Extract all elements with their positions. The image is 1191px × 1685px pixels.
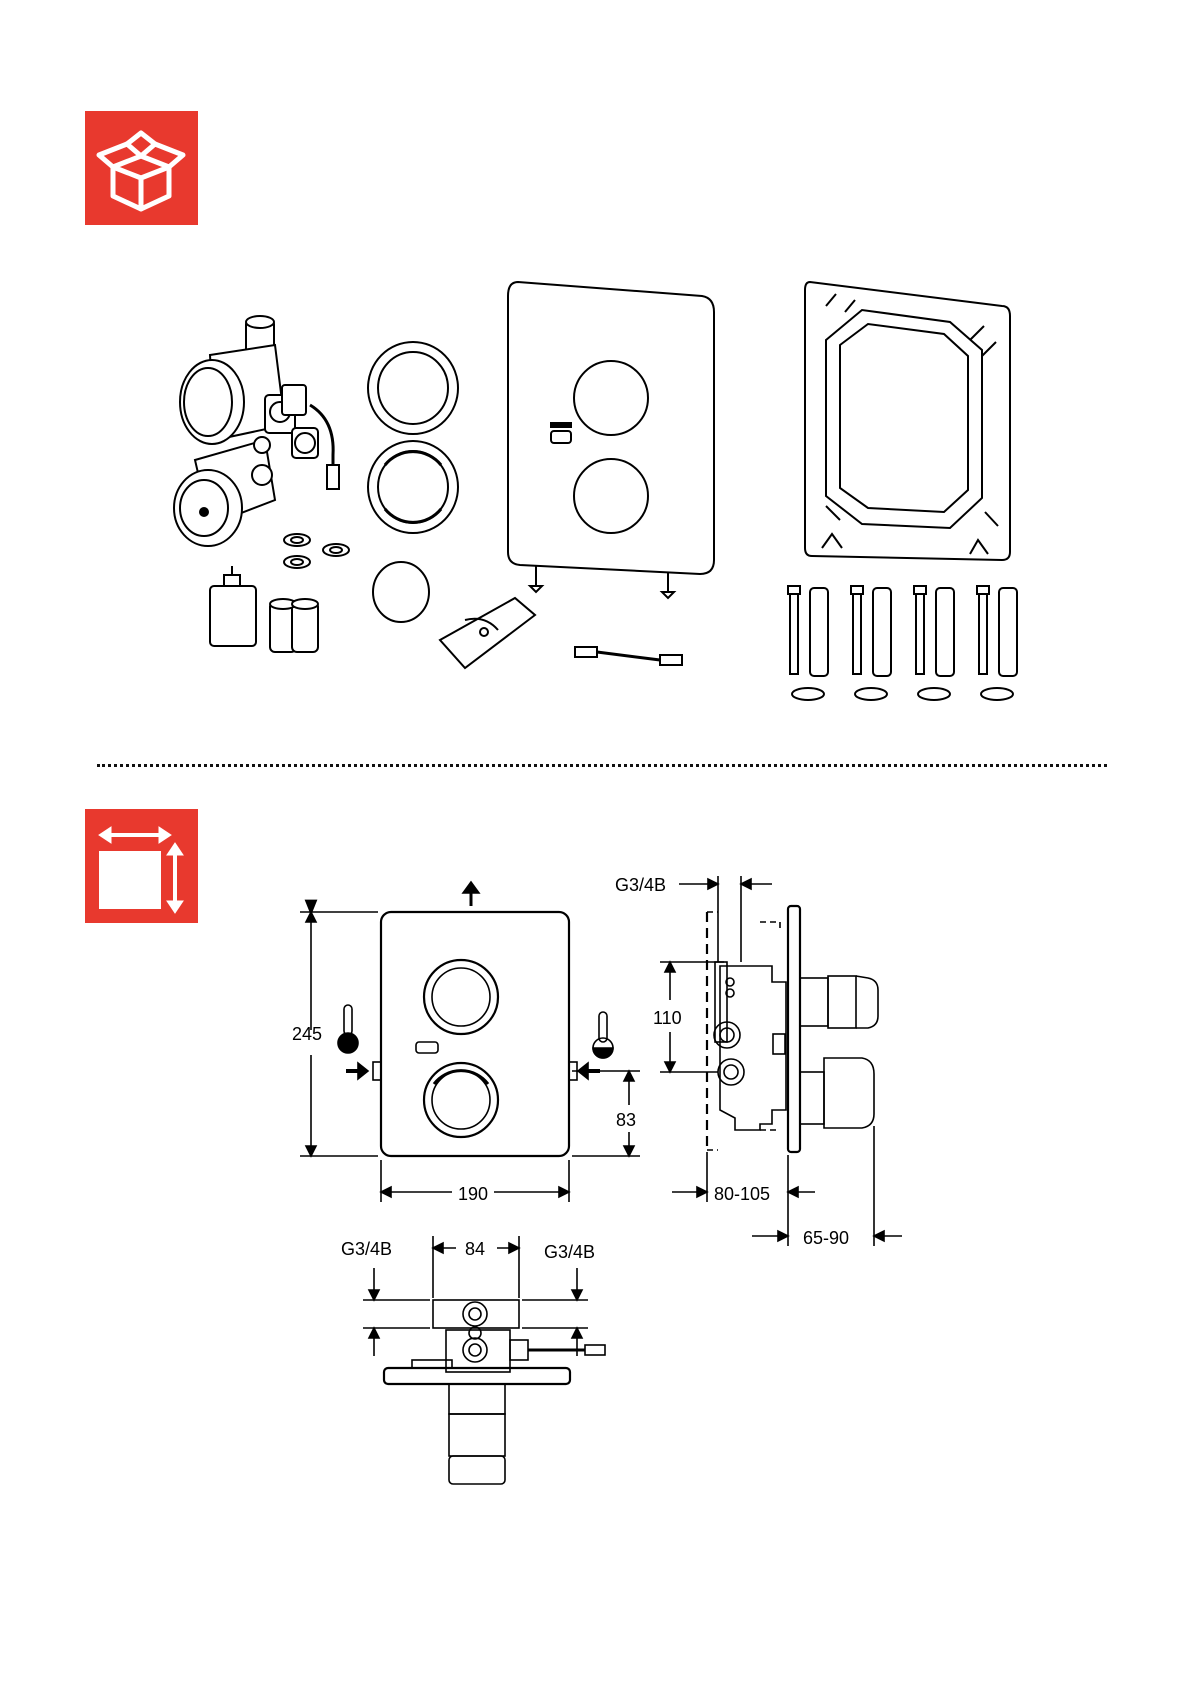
lower-knob-offset-label: 83 [616,1110,636,1130]
front-view [300,882,640,1202]
top-view [363,1236,605,1484]
front-width-label: 190 [458,1184,488,1204]
front-height-label: 245 [292,1024,322,1044]
side-view [660,876,902,1246]
side-thread-label: G3/4B [615,875,666,895]
side-depth-range-label: 80-105 [714,1184,770,1204]
side-extension-range-label: 65-90 [803,1228,849,1248]
top-thread-right-label: G3/4B [544,1242,595,1262]
side-spacing-label: 110 [653,1008,682,1028]
top-thread-left-label: G3/4B [341,1239,392,1259]
top-spacing-label: 84 [465,1239,485,1259]
